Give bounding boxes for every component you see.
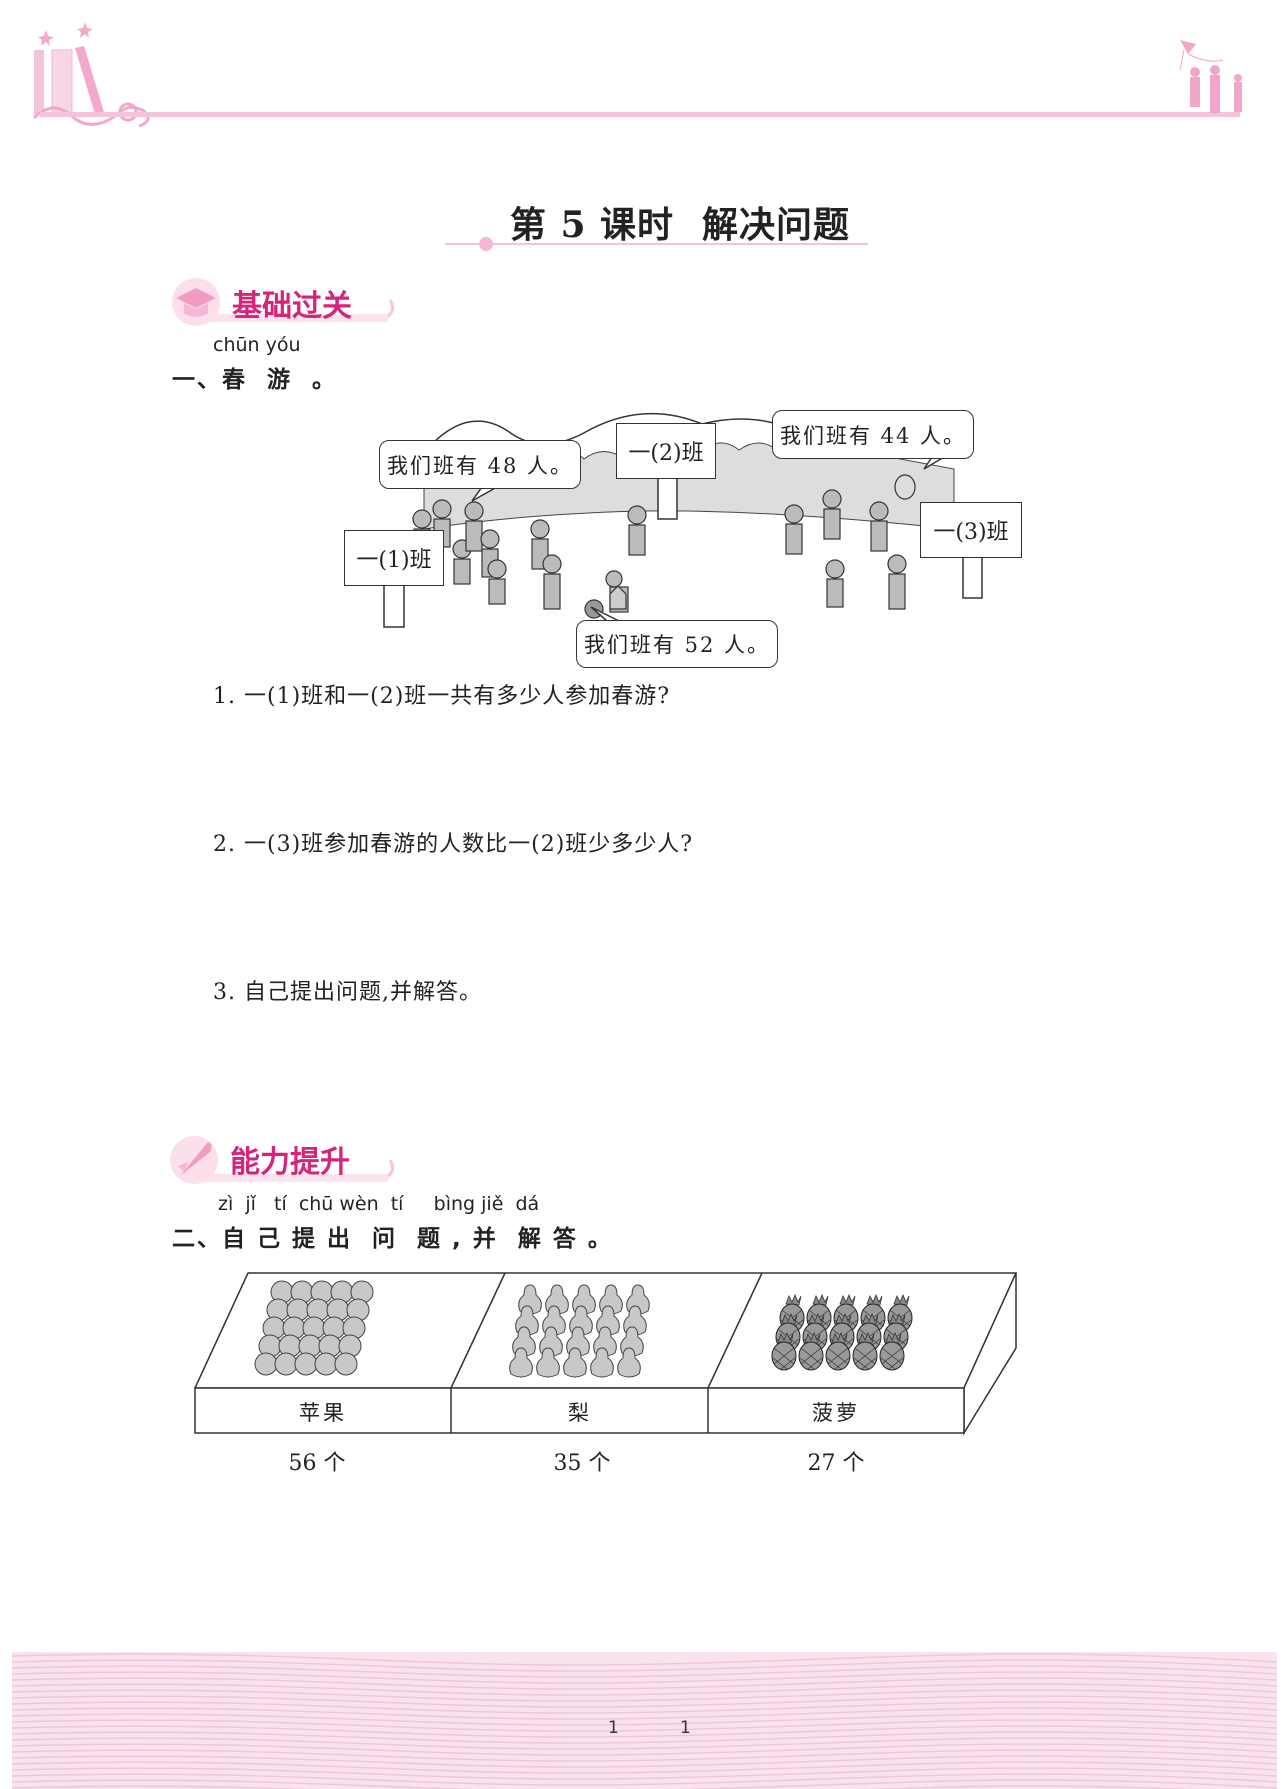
lesson-number: 第 5 课时	[509, 204, 675, 246]
pinyin-chunyou: chūn yóu	[213, 334, 301, 356]
footer-wave-line	[12, 1731, 1277, 1744]
stand-front	[194, 1387, 965, 1434]
header-rule	[40, 112, 1240, 117]
pineapple-group	[771, 1293, 913, 1371]
footer-wave-line	[12, 1755, 1277, 1768]
footer-wave-line	[12, 1665, 1277, 1678]
footer-wave-line	[12, 1725, 1277, 1738]
footer-wave-band	[12, 1652, 1277, 1789]
lesson-topic: 解决问题	[702, 204, 851, 246]
footer-wave-line	[12, 1743, 1277, 1756]
speech-bubble-48: 我们班有 48 人。	[379, 440, 581, 489]
sign-class-3: 一(3)班	[920, 502, 1022, 558]
page-number-left: 1	[608, 1718, 619, 1738]
fruit-stand	[193, 1272, 1018, 1436]
apple-icon	[294, 1352, 318, 1376]
section2-heading: 二、自 己 提 出 问 题 , 并 解 答 。	[172, 1226, 613, 1252]
children	[412, 474, 916, 619]
section-badge-bg	[172, 278, 395, 326]
apple-icon	[314, 1352, 338, 1376]
pineapple-icon	[879, 1331, 905, 1371]
footer-wave-line	[12, 1677, 1277, 1690]
pear-icon	[536, 1347, 560, 1378]
children-kite-icon	[1179, 40, 1242, 113]
footer-wave-line	[12, 1653, 1277, 1666]
footer-wave-line	[12, 1773, 1277, 1786]
pineapple-icon	[771, 1331, 797, 1371]
question-3: 3. 自己提出问题,并解答。	[213, 980, 482, 1005]
page-title: 第 5 课时解决问题	[0, 196, 1287, 248]
apple-icon	[334, 1352, 358, 1376]
section1-heading: 一、春 游 。	[172, 367, 338, 393]
pear-icon	[617, 1347, 641, 1378]
pineapple-icon	[852, 1331, 878, 1371]
footer-wave-line	[12, 1713, 1277, 1726]
speech-bubble-44: 我们班有 44 人。	[772, 410, 974, 459]
graduation-cap-icon	[172, 278, 220, 326]
footer-wave-line	[12, 1659, 1277, 1672]
pear-icon	[563, 1347, 587, 1378]
footer-wave-line	[12, 1683, 1277, 1696]
footer-wave-line	[12, 1701, 1277, 1714]
footer-wave-line	[12, 1719, 1277, 1732]
footer-wave-line	[12, 1761, 1277, 1774]
apple-group	[254, 1280, 374, 1376]
footer-wave-line	[12, 1779, 1277, 1789]
footer-wave-line	[12, 1689, 1277, 1702]
question-2: 2. 一(3)班参加春游的人数比一(2)班少多少人?	[213, 832, 694, 857]
fruit-count-pineapple: 27 个	[807, 1451, 865, 1476]
pinyin-section2: zì jǐ tí chū wèn tí bìng jiě dá	[218, 1193, 540, 1215]
speech-bubble-52: 我们班有 52 人。	[576, 620, 778, 668]
page-number-right: 1	[680, 1718, 691, 1738]
sign-posts	[383, 476, 983, 628]
footer-wave-line	[12, 1695, 1277, 1708]
footer-wave-line	[12, 1767, 1277, 1780]
rocket-icon	[170, 1136, 218, 1184]
header-decoration	[32, 22, 1242, 128]
footer-wave-line	[12, 1707, 1277, 1720]
apple-icon	[254, 1352, 278, 1376]
footer-wave-line	[12, 1785, 1195, 1789]
footer-wave-line	[12, 1749, 1277, 1762]
section-badge-bg-2	[170, 1136, 395, 1184]
bubble-tails	[471, 456, 945, 622]
footer-wave-line	[12, 1671, 1277, 1684]
title-underline	[445, 237, 868, 251]
section-badge-advanced: 能力提升	[230, 1145, 350, 1180]
pineapple-icon	[798, 1331, 824, 1371]
sign-class-2: 一(2)班	[616, 423, 716, 479]
pineapple-icon	[825, 1331, 851, 1371]
footer-wave-line	[12, 1737, 1277, 1750]
apple-icon	[274, 1352, 298, 1376]
section-badge-basic: 基础过关	[232, 289, 352, 324]
fruit-label-apple: 苹果	[299, 1401, 347, 1425]
fruit-count-pear: 35 个	[553, 1451, 611, 1476]
fruit-label-pineapple: 菠萝	[812, 1401, 860, 1425]
question-1: 1. 一(1)班和一(2)班一共有多少人参加春游?	[213, 684, 671, 709]
pear-icon	[590, 1347, 614, 1378]
pear-group	[509, 1284, 650, 1378]
pear-icon	[509, 1347, 533, 1378]
fruit-label-pear: 梨	[568, 1401, 592, 1425]
sign-class-1: 一(1)班	[344, 530, 444, 586]
fruit-count-apple: 56 个	[288, 1451, 346, 1476]
